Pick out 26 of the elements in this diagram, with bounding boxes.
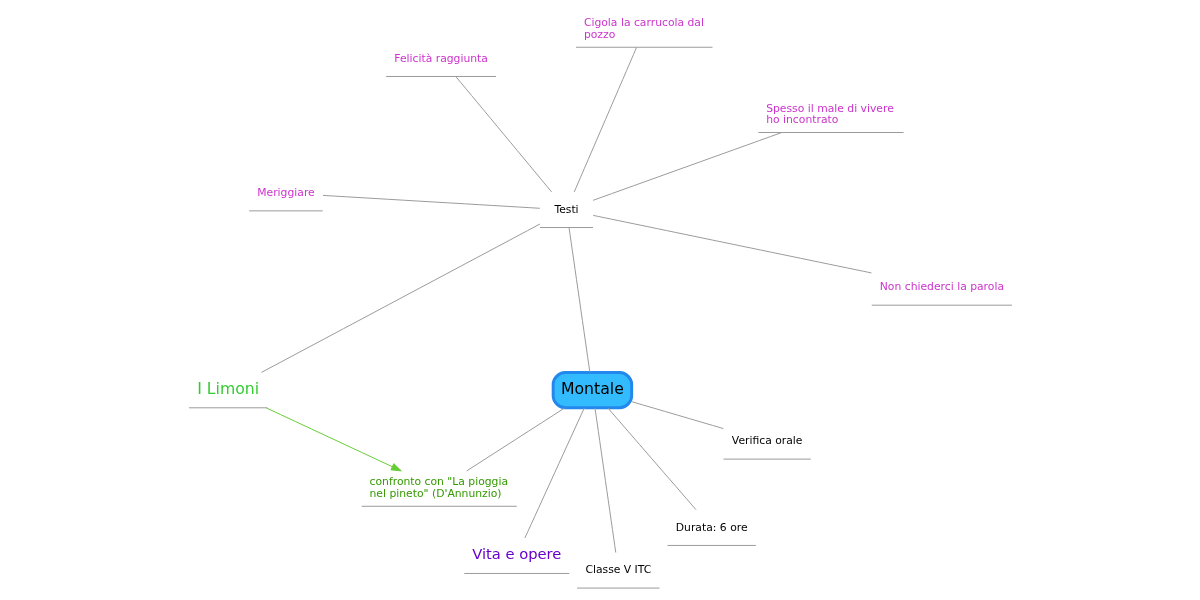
connector xyxy=(260,223,540,373)
connector xyxy=(322,194,540,209)
node-text: I Limoni xyxy=(196,378,259,398)
connector xyxy=(523,407,585,539)
connector xyxy=(465,407,565,472)
arrow xyxy=(265,407,402,472)
node-text: Vita e opere xyxy=(471,545,561,563)
node-text: Testi xyxy=(553,202,579,216)
node-box: Montale xyxy=(551,371,633,410)
node-text: Verifica orale xyxy=(731,434,802,448)
node-text: confronto con "La pioggia nel pineto" (D'Annunzio) xyxy=(369,475,508,501)
connector xyxy=(606,407,696,511)
connector xyxy=(573,47,637,193)
node-text: Cigola la carrucola dal pozzo xyxy=(583,16,704,42)
connector xyxy=(568,227,590,373)
node-text: Spesso il male di vivere ho incontrato xyxy=(765,101,894,127)
connector xyxy=(592,214,872,274)
node-text: Felicità raggiunta xyxy=(393,51,488,65)
connector xyxy=(631,401,724,430)
node-text: Classe V ITC xyxy=(584,563,651,577)
connector xyxy=(592,132,782,201)
node-text: Durata: 6 ore xyxy=(675,520,748,534)
node-text: Non chiederci la parola xyxy=(879,280,1004,294)
connector xyxy=(594,407,616,553)
connector xyxy=(455,76,552,193)
node-text: Meriggiare xyxy=(256,185,315,199)
